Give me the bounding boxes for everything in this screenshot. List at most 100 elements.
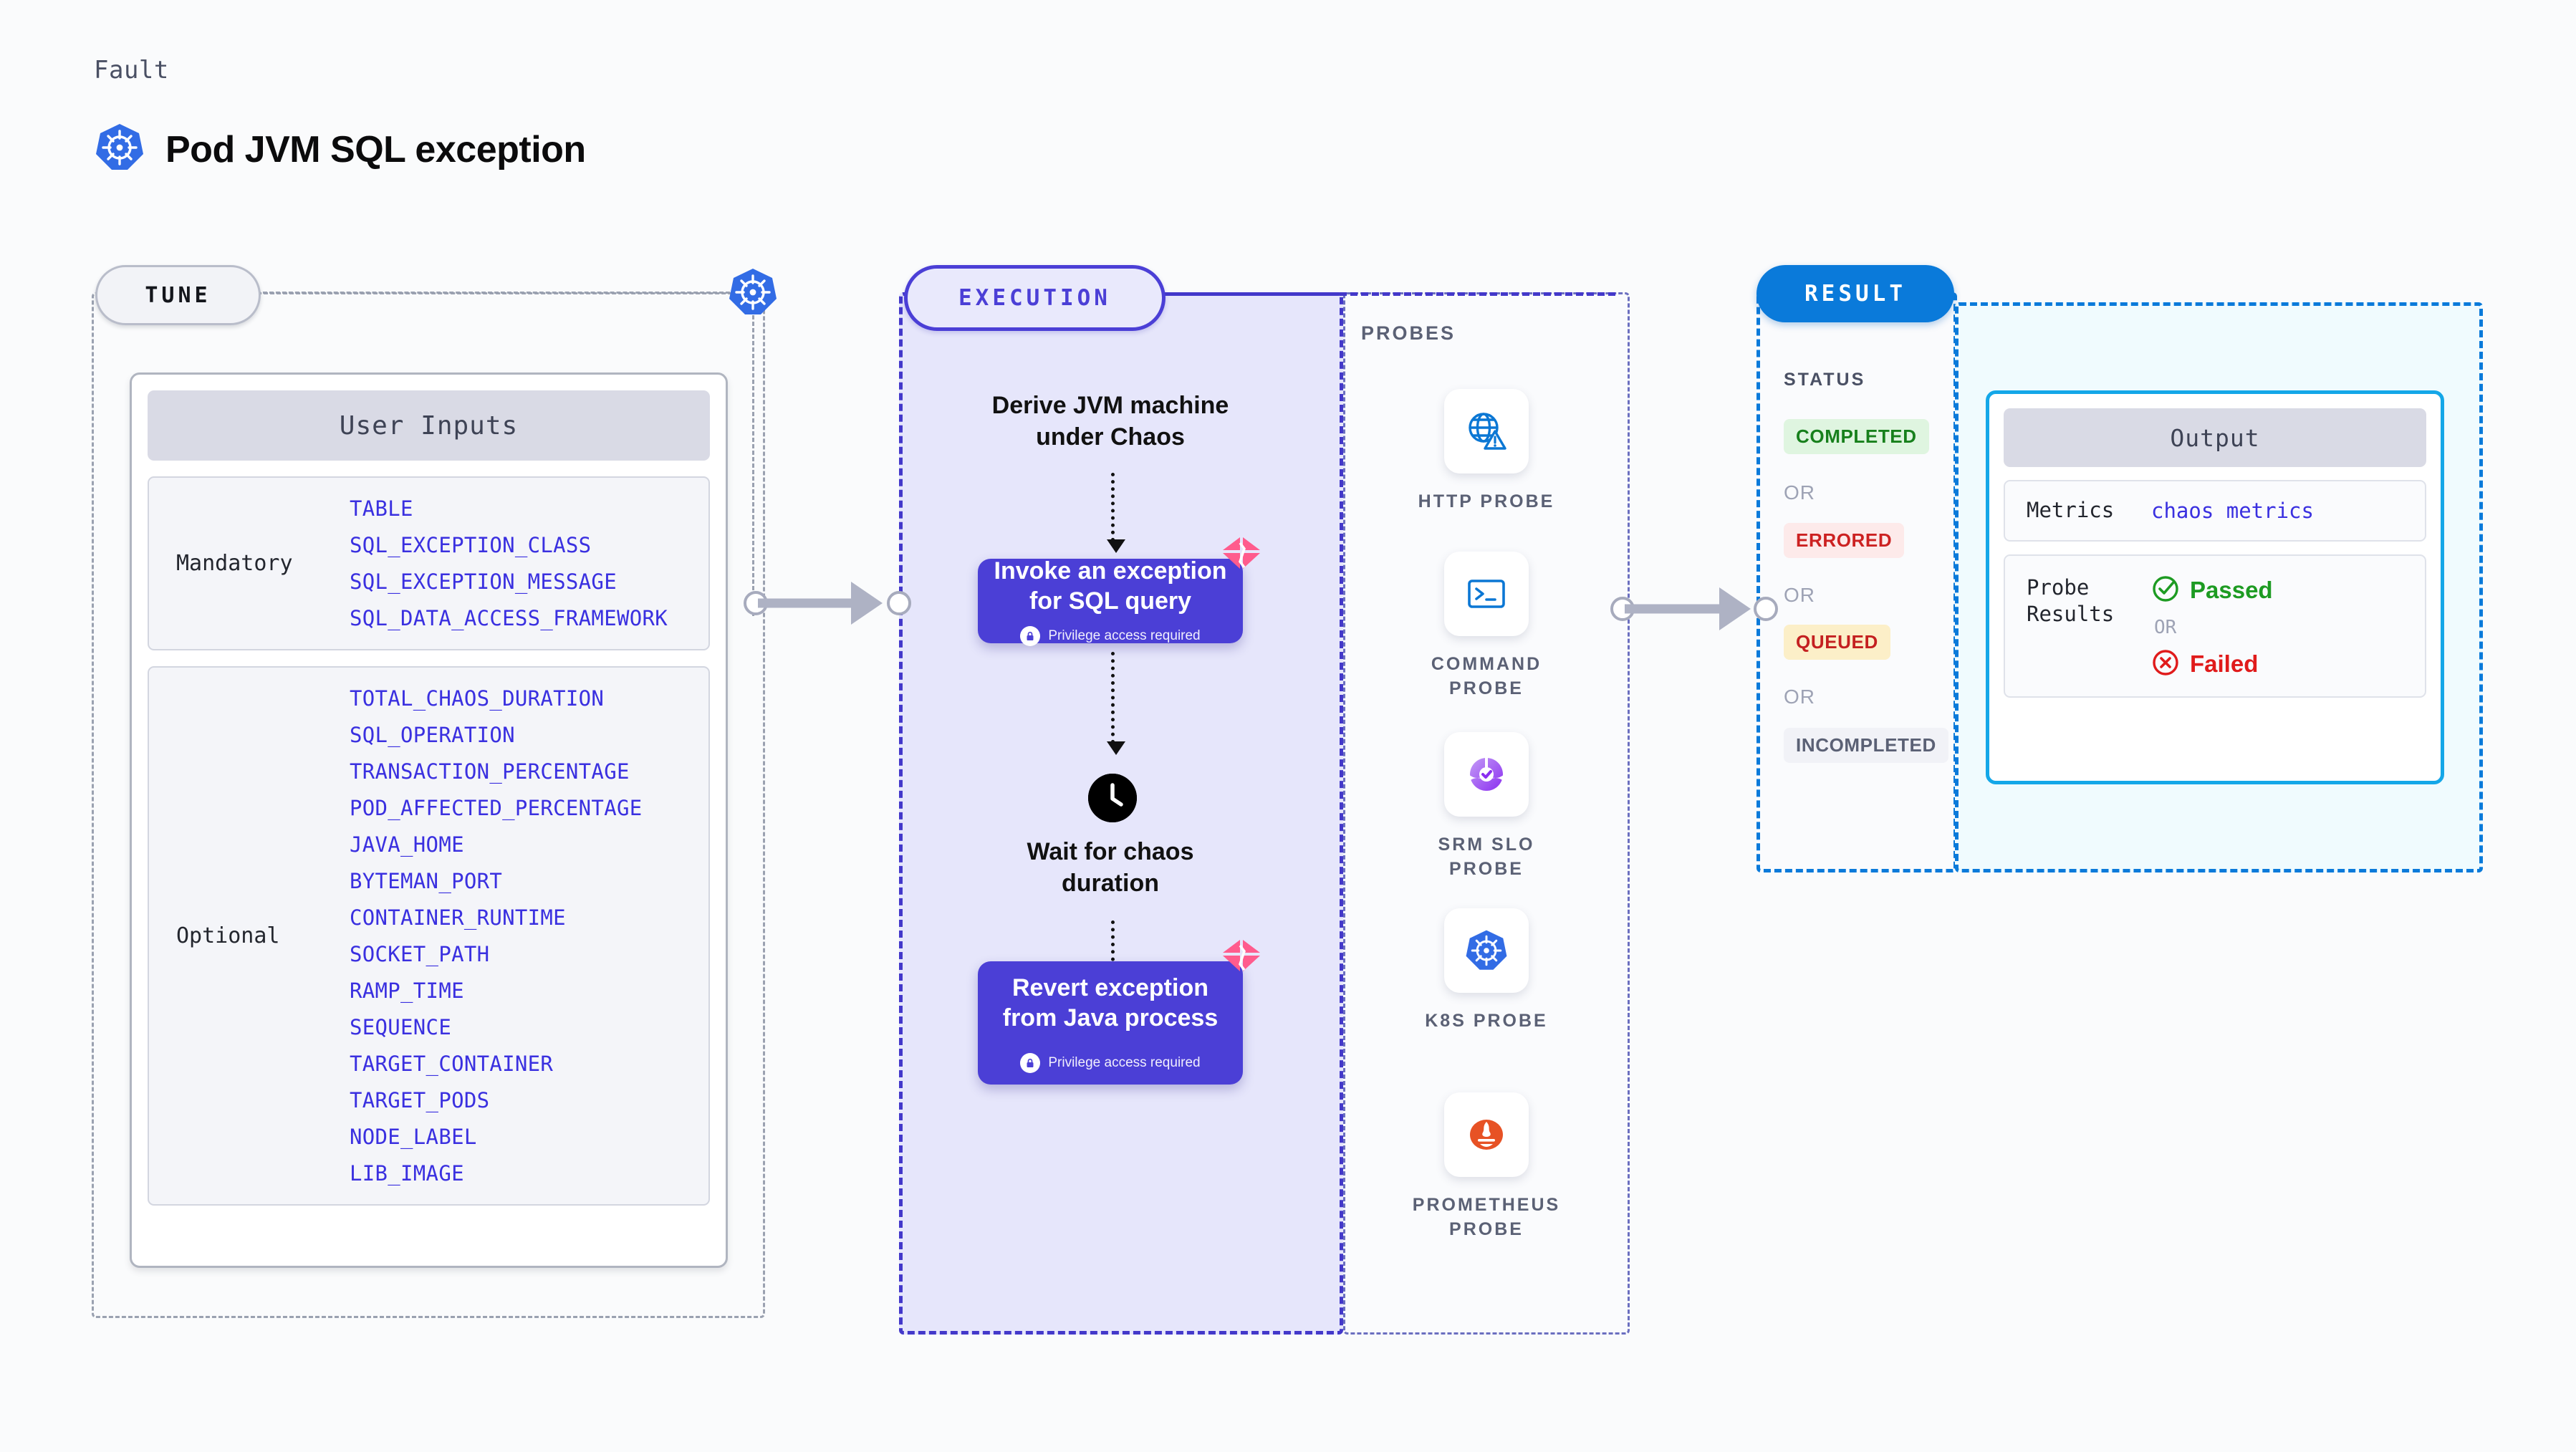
connector-bar <box>758 598 858 608</box>
privilege-note-row: Privilege access required <box>1020 1053 1201 1074</box>
param-item[interactable]: RAMP_TIME <box>350 979 464 1003</box>
tune-connector-line <box>256 292 736 294</box>
clock-icon <box>1088 774 1137 822</box>
kubernetes-icon <box>727 266 779 318</box>
probe-results-values: Passed OR Failed <box>2151 574 2273 681</box>
output-header: Output <box>2004 408 2426 467</box>
param-item[interactable]: SQL_EXCEPTION_CLASS <box>350 533 592 557</box>
check-circle-icon <box>2151 574 2180 607</box>
connector-dot <box>1754 597 1778 621</box>
harness-logo-icon <box>1219 534 1264 580</box>
param-item[interactable]: SQL_DATA_ACCESS_FRAMEWORK <box>350 606 668 630</box>
status-badge-incompleted: INCOMPLETED <box>1784 728 1948 763</box>
param-item[interactable]: BYTEMAN_PORT <box>350 869 503 893</box>
kubernetes-icon <box>1444 908 1529 993</box>
flow-arrow <box>1107 652 1125 755</box>
privilege-note: Privilege access required <box>1048 628 1201 644</box>
status-badge-queued: QUEUED <box>1784 625 1890 660</box>
param-item[interactable]: TRANSACTION_PERCENTAGE <box>350 759 630 784</box>
lock-icon <box>1020 1053 1041 1074</box>
lock-icon <box>1020 626 1041 647</box>
connector-tune-to-execution <box>744 582 911 625</box>
kubernetes-icon <box>94 122 145 177</box>
privilege-note-row: Privilege access required <box>1020 626 1201 647</box>
harness-logo-icon <box>1219 937 1264 982</box>
param-item[interactable]: JAVA_HOME <box>350 832 464 857</box>
optional-params-list: TOTAL_CHAOS_DURATION SQL_OPERATION TRANS… <box>350 686 642 1186</box>
metrics-key: Metrics <box>2027 498 2115 522</box>
mandatory-label: Mandatory <box>176 551 293 576</box>
result-pill-label: RESULT <box>1756 265 1954 322</box>
passed-text: Passed <box>2190 577 2273 604</box>
failed-text: Failed <box>2190 650 2259 678</box>
probe-http[interactable]: HTTP PROBE <box>1343 389 1630 514</box>
or-label: OR <box>1784 481 1815 504</box>
globe-warning-icon <box>1444 389 1529 473</box>
privilege-note: Privilege access required <box>1048 1055 1201 1071</box>
kubernetes-drop-line <box>752 315 754 616</box>
probe-label: HTTP PROBE <box>1418 491 1555 511</box>
page-title: Pod JVM SQL exception <box>165 128 586 170</box>
optional-params-group: Optional TOTAL_CHAOS_DURATION SQL_OPERAT… <box>148 666 710 1206</box>
user-inputs-header: User Inputs <box>148 390 710 461</box>
prometheus-icon <box>1444 1092 1529 1177</box>
or-label: OR <box>2154 616 2177 638</box>
probe-result-failed: Failed <box>2151 648 2273 681</box>
probe-label: K8S PROBE <box>1425 1011 1548 1031</box>
param-item[interactable]: TABLE <box>350 496 413 521</box>
connector-arrowhead <box>851 582 883 625</box>
or-label: OR <box>1784 686 1815 708</box>
probe-k8s[interactable]: K8S PROBE <box>1343 908 1630 1033</box>
probe-result-passed: Passed <box>2151 574 2273 607</box>
param-item[interactable]: LIB_IMAGE <box>350 1161 464 1186</box>
probes-section-label: PROBES <box>1361 322 1456 344</box>
param-item[interactable]: NODE_LABEL <box>350 1125 477 1149</box>
param-item[interactable]: TARGET_CONTAINER <box>350 1052 554 1076</box>
page-title-row: Pod JVM SQL exception <box>94 122 586 177</box>
param-item[interactable]: SQL_OPERATION <box>350 723 515 747</box>
param-item[interactable]: CONTAINER_RUNTIME <box>350 905 566 930</box>
x-circle-icon <box>2151 648 2180 681</box>
execution-connector-line <box>1157 292 1615 296</box>
connector-bar <box>1625 604 1726 614</box>
connector-arrowhead <box>1719 587 1751 630</box>
tune-pill-label: TUNE <box>95 265 261 325</box>
param-item[interactable]: TOTAL_CHAOS_DURATION <box>350 686 605 711</box>
flow-arrow <box>1107 473 1125 553</box>
status-badge-errored: ERRORED <box>1784 523 1905 558</box>
srm-slo-icon <box>1444 732 1529 817</box>
param-item[interactable]: SQL_EXCEPTION_MESSAGE <box>350 569 617 594</box>
mandatory-params-list: TABLE SQL_EXCEPTION_CLASS SQL_EXCEPTION_… <box>350 496 668 630</box>
user-inputs-card: User Inputs Mandatory TABLE SQL_EXCEPTIO… <box>130 372 728 1268</box>
status-badge-completed: COMPLETED <box>1784 419 1929 454</box>
mandatory-params-group: Mandatory TABLE SQL_EXCEPTION_CLASS SQL_… <box>148 476 710 650</box>
output-metrics-row: Metrics chaos metrics <box>2004 480 2426 542</box>
status-label: STATUS <box>1784 370 1866 390</box>
param-item[interactable]: POD_AFFECTED_PERCENTAGE <box>350 796 643 820</box>
terminal-icon <box>1444 552 1529 636</box>
or-label: OR <box>1784 584 1815 606</box>
metrics-value[interactable]: chaos metrics <box>2151 498 2314 523</box>
param-item[interactable]: SOCKET_PATH <box>350 942 490 966</box>
connector-dot <box>887 591 911 615</box>
param-item[interactable]: SEQUENCE <box>350 1015 452 1039</box>
execution-pill-label: EXECUTION <box>904 265 1166 331</box>
optional-label: Optional <box>176 923 280 948</box>
fault-label: Fault <box>94 56 169 85</box>
param-item[interactable]: TARGET_PODS <box>350 1088 490 1112</box>
